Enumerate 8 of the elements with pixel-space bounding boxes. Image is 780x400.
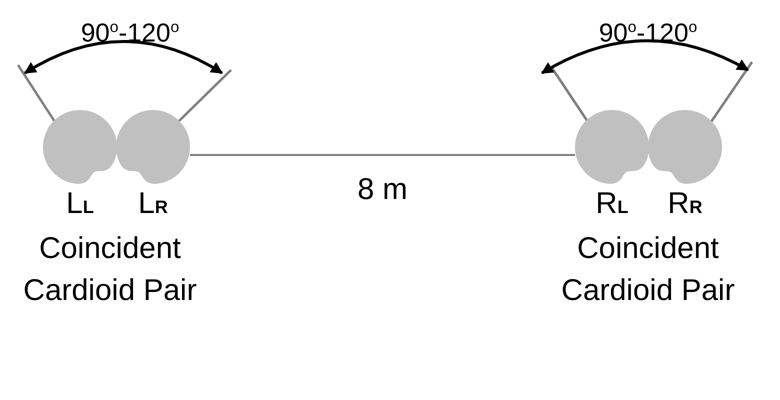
connector-line	[190, 154, 575, 156]
pair-caption: Coincident Cardioid Pair	[560, 231, 736, 309]
microphone-pickup	[648, 110, 722, 184]
microphone-pickup	[116, 110, 190, 184]
pair-caption: Coincident Cardioid Pair	[22, 231, 198, 309]
microphone-pickup	[575, 110, 649, 184]
angle-label: 90$^{o}$-120$^{o}$	[80, 16, 180, 50]
microphone-pickup	[43, 110, 117, 184]
